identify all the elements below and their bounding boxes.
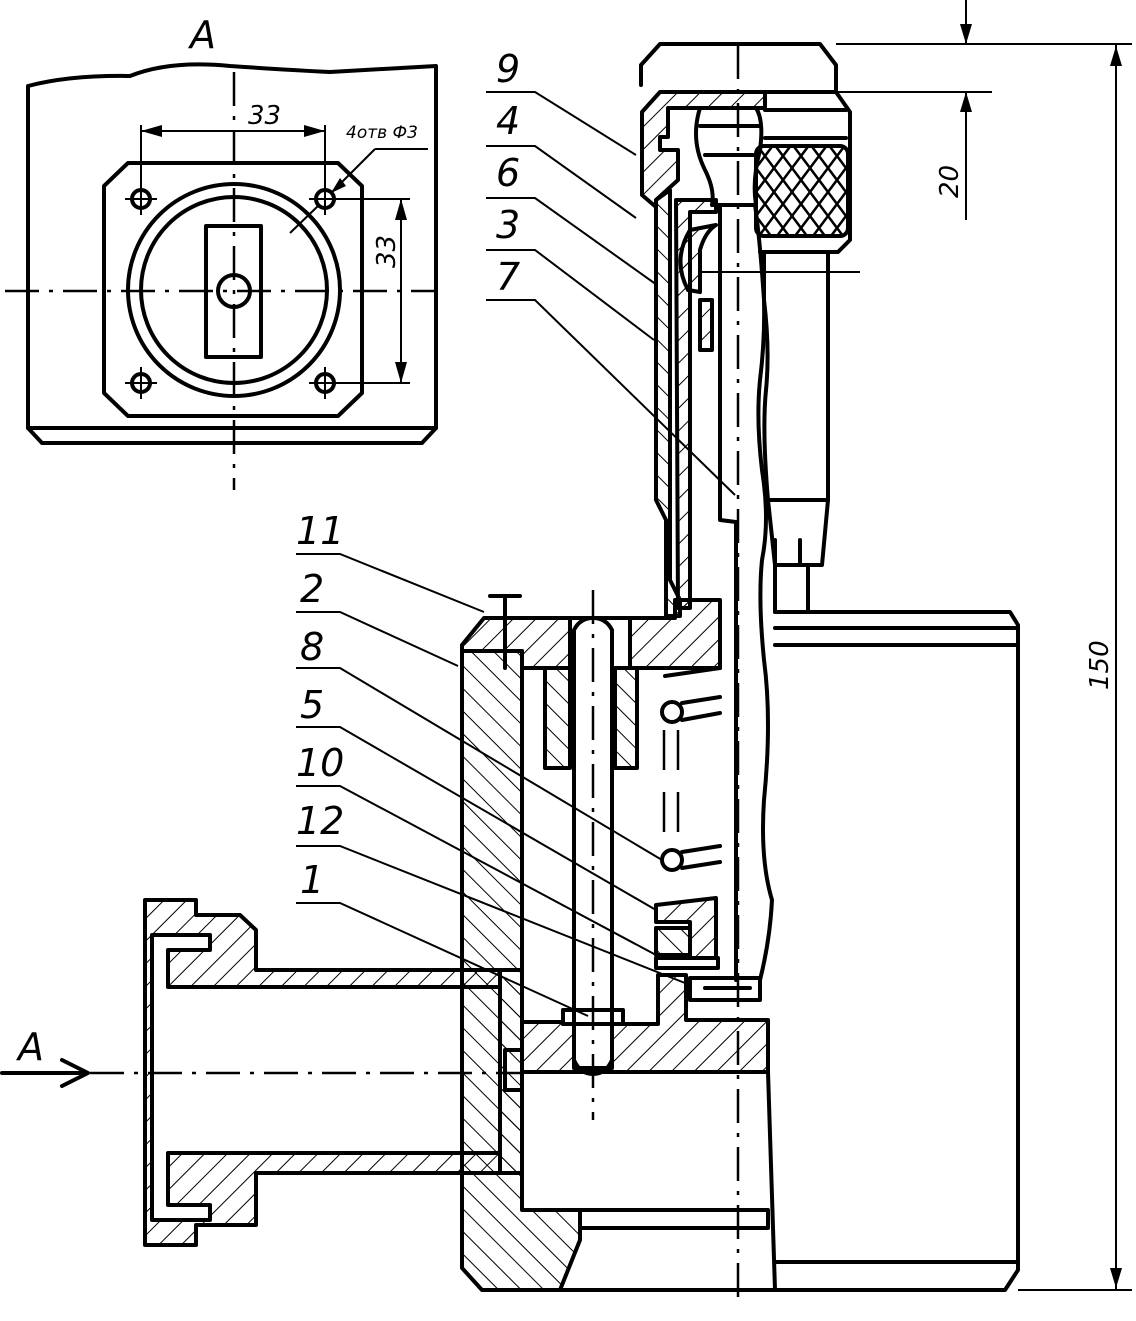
svg-text:11: 11 (296, 509, 344, 553)
callout-10: 10 (296, 741, 657, 956)
callout-12: 12 (296, 799, 691, 986)
callout-6: 6 (486, 151, 658, 286)
dimension-horizontal-33: 33 (140, 101, 326, 190)
callout-1: 1 (296, 858, 589, 1017)
callout-4: 4 (486, 99, 637, 219)
flange-plate (102, 161, 364, 418)
svg-text:1: 1 (300, 858, 324, 902)
dimension-vertical-33: 33 (334, 198, 410, 384)
spring-coils (660, 666, 722, 872)
svg-text:4: 4 (496, 99, 520, 143)
callout-3: 3 (486, 203, 655, 341)
waveguide-flange (143, 898, 502, 1247)
barrel (762, 250, 830, 502)
svg-text:12: 12 (296, 799, 344, 843)
view-a-outline (26, 62, 438, 445)
spring-contact (678, 223, 718, 294)
plunger-rod (718, 203, 774, 982)
callout-7: 7 (486, 255, 736, 496)
svg-text:3: 3 (496, 203, 520, 247)
housing-lower-wall (498, 968, 524, 1175)
svg-text:4отв Ф3: 4отв Ф3 (346, 123, 418, 143)
knurled-knob (754, 144, 850, 238)
view-a-arrow: A (0, 1025, 90, 1088)
callouts: 9 4 6 3 7 11 2 8 (296, 47, 736, 1017)
callout-11: 11 (296, 509, 485, 613)
main-section: A (0, 42, 1020, 1300)
cap-outer-contour (639, 42, 838, 94)
svg-text:10: 10 (296, 741, 344, 785)
contact-bush (698, 298, 714, 352)
cylinder-body (768, 610, 1020, 1292)
right-guide (613, 666, 639, 770)
svg-text:2: 2 (300, 567, 324, 611)
svg-text:9: 9 (496, 47, 520, 91)
svg-text:20: 20 (935, 165, 965, 198)
svg-text:33: 33 (372, 235, 402, 268)
insulator-washer (654, 926, 692, 957)
svg-text:7: 7 (496, 255, 520, 299)
callout-5: 5 (296, 683, 657, 911)
svg-text:8: 8 (300, 625, 324, 669)
holes-leader: 4отв Ф3 (289, 123, 428, 234)
washer (654, 956, 720, 970)
view-a: A 33 (5, 13, 438, 490)
callout-8: 8 (296, 625, 663, 861)
left-guide (543, 666, 572, 770)
svg-text:5: 5 (300, 683, 324, 727)
callout-2: 2 (296, 567, 459, 667)
contact-element (688, 976, 762, 1002)
dimension-20: 20 (836, 0, 1132, 220)
svg-text:150: 150 (1085, 640, 1115, 690)
svg-text:A: A (15, 1025, 44, 1069)
dimension-150: 150 (1018, 44, 1132, 1291)
bottom-plate (520, 973, 770, 1074)
svg-text:33: 33 (248, 101, 281, 131)
cap-nut (640, 90, 767, 209)
view-a-label: A (187, 13, 216, 57)
svg-text:6: 6 (496, 151, 520, 195)
callout-9: 9 (486, 47, 637, 156)
